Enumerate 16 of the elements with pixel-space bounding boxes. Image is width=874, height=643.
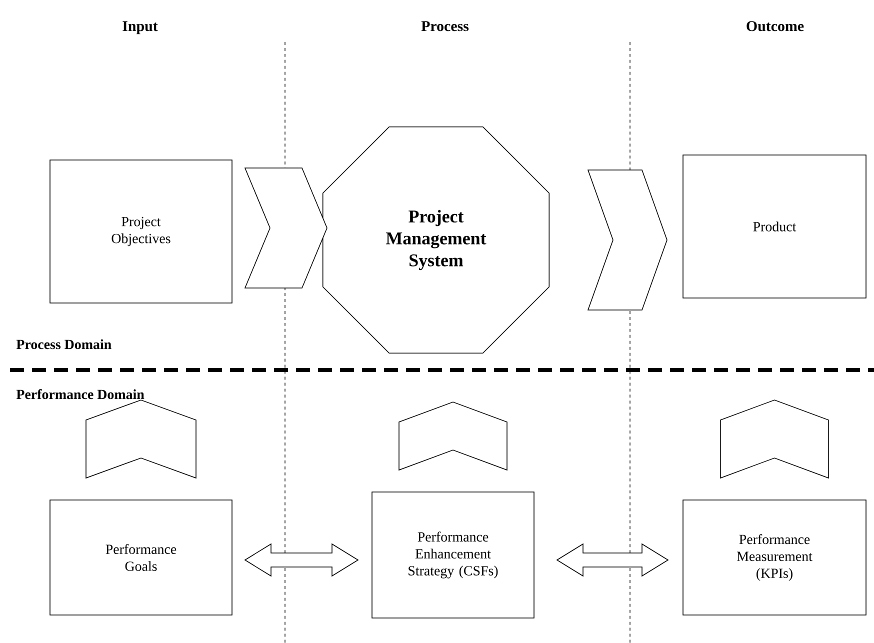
chevron-arrow (720, 400, 829, 479)
chevron-arrow (86, 400, 196, 479)
column-heading: Input (122, 21, 158, 34)
chevron-arrow (398, 402, 508, 471)
process-box: Performance Measurement (KPIs) (682, 500, 866, 616)
process-box: Performance Enhancement Strategy (CSFs) (372, 492, 534, 618)
domain-label: Performance Domain (16, 389, 144, 400)
chevron-arrow (587, 170, 668, 310)
process-box: Product (682, 154, 866, 298)
column-heading: Outcome (746, 21, 804, 32)
process-box: Performance Goals (50, 500, 232, 616)
domain-label: Process Domain (16, 339, 112, 350)
octagon: Project Management System (322, 126, 550, 354)
chevron-arrow (244, 168, 328, 288)
column-heading: Process (421, 21, 469, 32)
process-box: Project Objectives (50, 160, 232, 304)
